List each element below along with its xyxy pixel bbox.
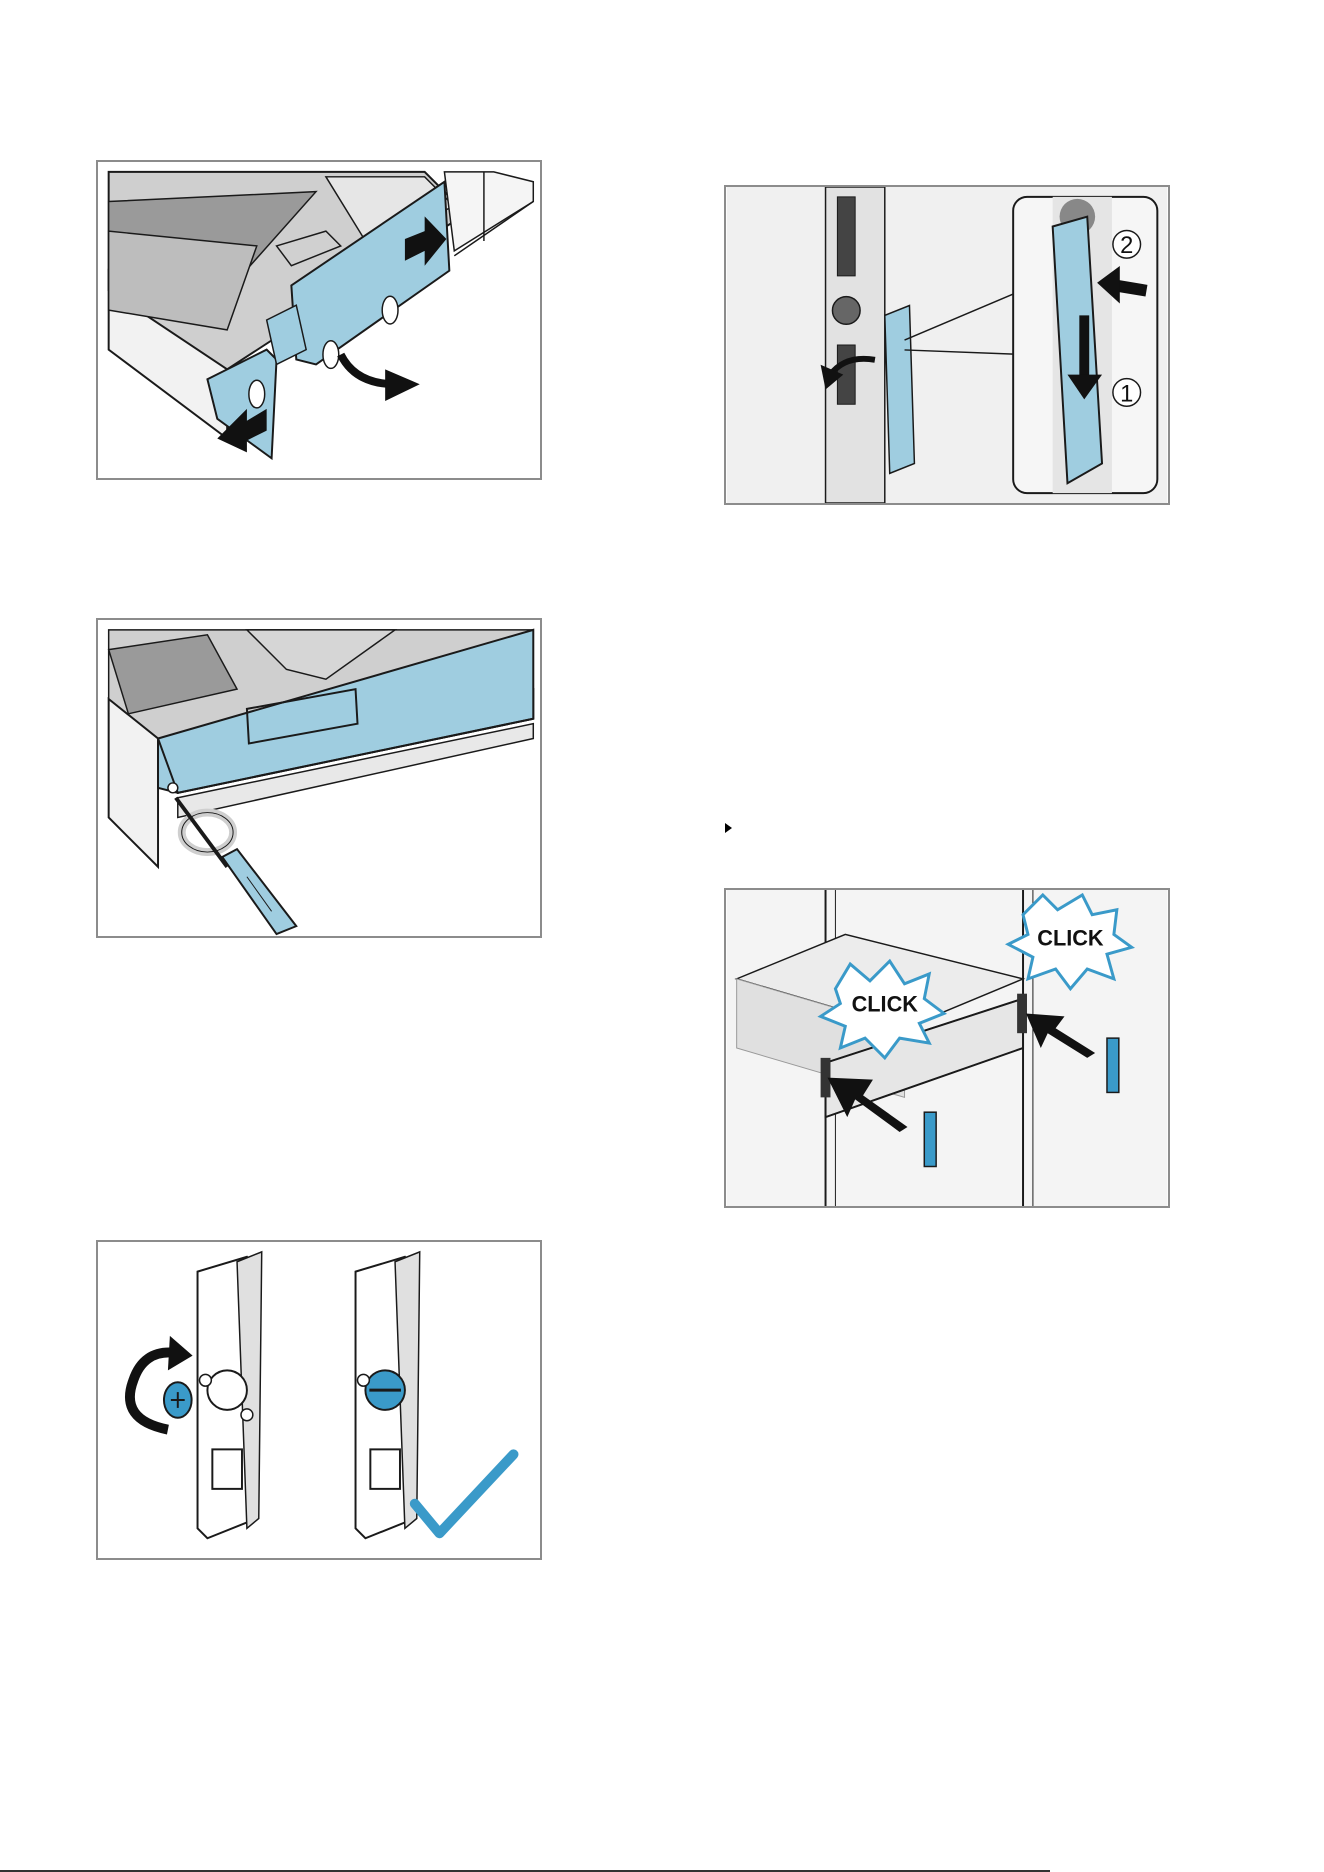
figure-adjust-hinge-screw	[96, 1240, 542, 1560]
illustration-remove-side-panel	[98, 162, 540, 478]
figure-screw-front-panel	[96, 618, 542, 938]
click-label-right: CLICK	[1037, 925, 1104, 950]
illustration-screw-front-panel	[98, 620, 540, 936]
figure-remove-side-panel	[96, 160, 542, 480]
step-number-1: 1	[1120, 381, 1133, 407]
checkmark-icon	[415, 1454, 514, 1533]
figure-drawer-click-in: CLICK CLICK	[724, 888, 1170, 1208]
illustration-hinge-insertion: 2 1	[726, 187, 1168, 503]
click-label-left: CLICK	[852, 991, 919, 1016]
bullet-triangle-icon	[725, 823, 732, 833]
illustration-adjust-hinge-screw	[98, 1242, 540, 1558]
figure-hinge-insertion: 2 1	[724, 185, 1170, 505]
step-number-2: 2	[1120, 233, 1133, 259]
illustration-drawer-click-in: CLICK CLICK	[726, 890, 1168, 1206]
